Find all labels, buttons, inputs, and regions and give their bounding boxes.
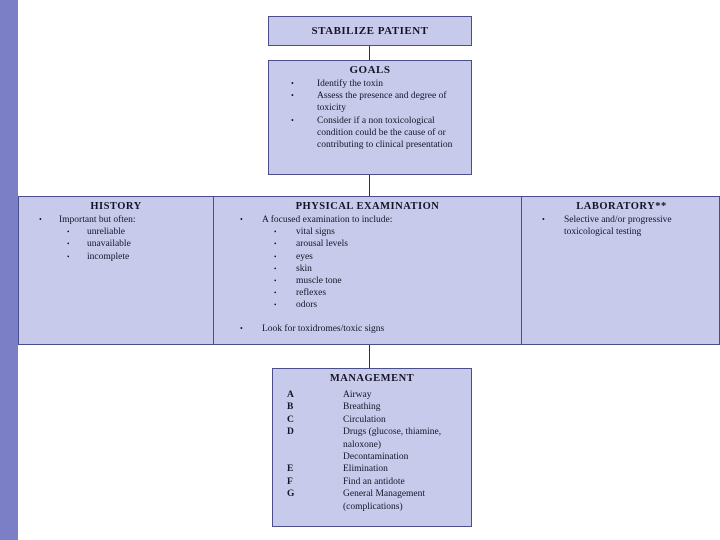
table-row: C Circulation bbox=[279, 414, 465, 426]
management-row-label: Elimination bbox=[343, 464, 388, 475]
bullet-icon: • bbox=[274, 301, 277, 310]
connector-examination-to-management bbox=[369, 345, 370, 368]
bullet-icon: • bbox=[274, 252, 277, 261]
table-row: E Elimination bbox=[279, 463, 465, 475]
list-item: • arousal levels bbox=[220, 238, 515, 250]
management-row-letter: B bbox=[287, 402, 294, 413]
stabilize-patient-box: STABILIZE PATIENT bbox=[268, 16, 472, 46]
bullet-icon: • bbox=[274, 228, 277, 237]
management-row-label: Decontamination bbox=[343, 452, 409, 463]
bullet-icon: • bbox=[291, 79, 294, 88]
list-item-label: arousal levels bbox=[296, 239, 348, 250]
list-spacer bbox=[220, 312, 515, 323]
list-item: • incomplete bbox=[25, 251, 207, 263]
goals-list: • Identify the toxin • Assess the presen… bbox=[273, 78, 467, 151]
band-divider-right bbox=[521, 197, 522, 344]
list-item: • Look for toxidromes/toxic signs bbox=[220, 323, 515, 335]
history-panel: HISTORY • Important but often: • unrelia… bbox=[19, 197, 213, 344]
list-item-label: Consider if a non toxicological conditio… bbox=[317, 115, 453, 151]
list-item-label: Assess the presence and degree of toxici… bbox=[317, 91, 447, 114]
physical-examination-title: PHYSICAL EXAMINATION bbox=[295, 201, 440, 212]
list-item: • odors bbox=[220, 299, 515, 311]
laboratory-title: LABORATORY** bbox=[576, 201, 667, 212]
laboratory-panel: LABORATORY** • Selective and/or progress… bbox=[522, 197, 720, 344]
bullet-icon: • bbox=[274, 277, 277, 286]
bullet-icon: • bbox=[39, 215, 42, 224]
management-row-letter: G bbox=[287, 489, 295, 500]
table-row: Decontamination bbox=[279, 451, 465, 463]
list-item: • Selective and/or progressive toxicolog… bbox=[528, 214, 715, 238]
management-box: MANAGEMENT A Airway B Breathing C Circul… bbox=[272, 368, 472, 527]
management-row-letter: C bbox=[287, 414, 294, 425]
list-item-label: Selective and/or progressive toxicologic… bbox=[564, 215, 672, 238]
management-row-label: Breathing bbox=[343, 402, 381, 413]
table-row: D Drugs (glucose, thiamine, naloxone) bbox=[279, 426, 465, 451]
table-row: A Airway bbox=[279, 389, 465, 401]
list-item: • unavailable bbox=[25, 238, 207, 250]
bullet-icon: • bbox=[274, 240, 277, 249]
list-item-label: skin bbox=[296, 263, 312, 274]
management-row-letter: A bbox=[287, 390, 294, 400]
list-item-label: muscle tone bbox=[296, 276, 342, 287]
list-item: • muscle tone bbox=[220, 275, 515, 287]
history-list: • Important but often: • unreliable • un… bbox=[25, 214, 207, 263]
bullet-icon: • bbox=[274, 289, 277, 298]
management-title: MANAGEMENT bbox=[329, 373, 415, 384]
list-item: • unreliable bbox=[25, 226, 207, 238]
list-item: • reflexes bbox=[220, 287, 515, 299]
bullet-icon: • bbox=[67, 240, 70, 249]
slide-left-accent-bar bbox=[0, 0, 18, 540]
bullet-icon: • bbox=[542, 215, 545, 224]
list-item: • Important but often: bbox=[25, 214, 207, 226]
list-item: • Identify the toxin bbox=[273, 78, 467, 90]
table-row: G General Management (complications) bbox=[279, 488, 465, 513]
list-item-label: unreliable bbox=[87, 227, 125, 238]
physical-examination-list: • A focused examination to include: • vi… bbox=[220, 214, 515, 335]
list-item-label: eyes bbox=[296, 251, 313, 262]
list-item: • eyes bbox=[220, 251, 515, 263]
bullet-icon: • bbox=[67, 228, 70, 237]
stabilize-patient-title: STABILIZE PATIENT bbox=[311, 25, 429, 37]
management-row-label: Drugs (glucose, thiamine, naloxone) bbox=[343, 427, 442, 450]
bullet-icon: • bbox=[240, 215, 243, 224]
list-item-label: Identify the toxin bbox=[317, 79, 383, 89]
assessment-band: HISTORY • Important but often: • unrelia… bbox=[18, 196, 720, 345]
list-item-label: unavailable bbox=[87, 239, 131, 250]
list-item: • skin bbox=[220, 263, 515, 275]
bullet-icon: • bbox=[291, 91, 294, 101]
list-item: • Consider if a non toxicological condit… bbox=[273, 115, 467, 152]
management-rows: A Airway B Breathing C Circulation D Dru… bbox=[279, 389, 465, 513]
list-item-label: odors bbox=[296, 300, 318, 311]
management-row-label: Find an antidote bbox=[343, 476, 405, 487]
bullet-icon: • bbox=[240, 323, 243, 333]
management-row-letter: D bbox=[287, 427, 294, 438]
management-row-letter: E bbox=[287, 464, 294, 475]
list-item-label: reflexes bbox=[296, 288, 327, 299]
list-item-label: vital signs bbox=[296, 227, 335, 238]
list-item-label: A focused examination to include: bbox=[262, 215, 393, 225]
list-item-label: incomplete bbox=[87, 251, 130, 262]
list-item: • A focused examination to include: bbox=[220, 214, 515, 226]
management-row-label: Circulation bbox=[343, 414, 386, 425]
connector-goals-to-examination bbox=[369, 175, 370, 196]
bullet-icon: • bbox=[274, 264, 277, 273]
management-row-letter: F bbox=[287, 476, 293, 487]
bullet-icon: • bbox=[67, 252, 70, 261]
management-row-label: Airway bbox=[343, 390, 372, 400]
management-row-label: General Management (complications) bbox=[343, 489, 426, 512]
connector-stabilize-to-goals bbox=[369, 46, 370, 60]
goals-box: GOALS • Identify the toxin • Assess the … bbox=[268, 60, 472, 175]
goals-title: GOALS bbox=[349, 64, 391, 76]
bullet-icon: • bbox=[291, 115, 294, 125]
list-item: • Assess the presence and degree of toxi… bbox=[273, 90, 467, 114]
list-item-label: Look for toxidromes/toxic signs bbox=[262, 323, 385, 334]
list-item: • vital signs bbox=[220, 226, 515, 238]
laboratory-list: • Selective and/or progressive toxicolog… bbox=[528, 214, 715, 238]
table-row: F Find an antidote bbox=[279, 476, 465, 488]
history-title: HISTORY bbox=[90, 201, 142, 212]
physical-examination-panel: PHYSICAL EXAMINATION • A focused examina… bbox=[214, 197, 521, 344]
band-divider-left bbox=[213, 197, 214, 344]
table-row: B Breathing bbox=[279, 401, 465, 413]
list-item-label: Important but often: bbox=[59, 215, 136, 225]
